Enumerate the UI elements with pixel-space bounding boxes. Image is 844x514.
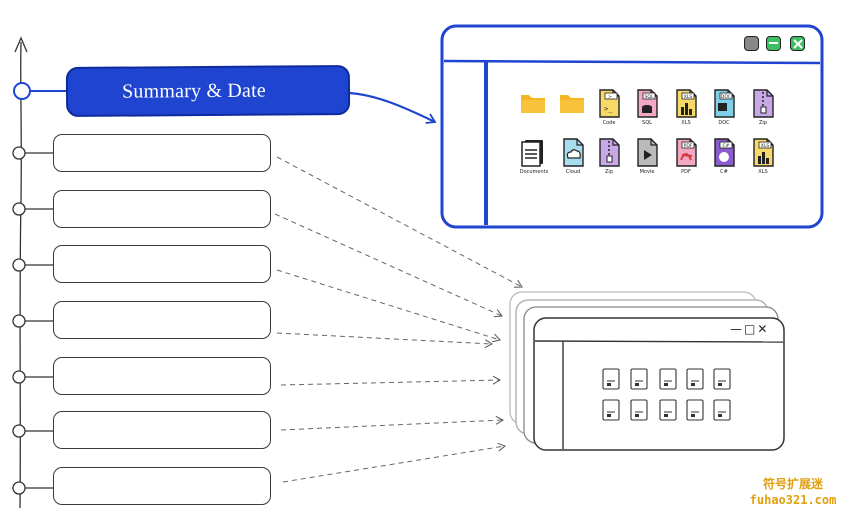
restore-button[interactable] bbox=[766, 36, 781, 51]
file-label: XLS bbox=[758, 169, 768, 175]
dashed-arrow-3 bbox=[276, 269, 501, 343]
file-label: PDF bbox=[681, 169, 691, 175]
maximize-control[interactable]: □ bbox=[744, 322, 758, 336]
stacked-file-icon bbox=[713, 368, 731, 390]
watermark: 符号扩展迷 fuhao321.com bbox=[748, 476, 838, 508]
stacked-window-files bbox=[602, 368, 731, 421]
timeline-nodes bbox=[12, 146, 53, 495]
active-connector-arrow bbox=[349, 91, 437, 124]
timeline-node-4 bbox=[12, 314, 53, 328]
file-label: Documents bbox=[519, 169, 549, 175]
stacked-file-icon bbox=[630, 399, 648, 421]
svg-text:C#: C# bbox=[723, 143, 730, 149]
dashed-arrow-2 bbox=[274, 213, 503, 318]
close-button[interactable] bbox=[790, 36, 805, 51]
timeline-step-4[interactable] bbox=[53, 301, 271, 339]
stacked-file-icon bbox=[602, 368, 620, 390]
file-label: Zip bbox=[759, 120, 767, 126]
stacked-file-icon bbox=[686, 368, 704, 390]
timeline-node-6 bbox=[12, 424, 53, 438]
stacked-file-icon bbox=[659, 368, 677, 390]
timeline-step-active[interactable]: Summary & Date bbox=[65, 65, 351, 117]
svg-text:SQL: SQL bbox=[645, 94, 654, 100]
dashed-arrow-6 bbox=[280, 415, 505, 431]
code-file-icon[interactable]: >_ >_ Code bbox=[594, 87, 624, 129]
stacked-window-controls: —□✕ bbox=[730, 322, 769, 336]
movie-file-icon[interactable]: Movie bbox=[632, 136, 662, 178]
watermark-line1: 符号扩展迷 bbox=[762, 477, 823, 491]
timeline-axis bbox=[14, 36, 28, 509]
timeline-step-1[interactable] bbox=[53, 134, 271, 172]
pdf-file-icon[interactable]: PDF PDF bbox=[671, 136, 701, 178]
svg-text:XLS: XLS bbox=[684, 94, 693, 100]
dashed-arrow-7 bbox=[282, 442, 506, 483]
folder-icon[interactable] bbox=[558, 87, 588, 129]
timeline-step-6[interactable] bbox=[53, 411, 271, 449]
main-window bbox=[440, 24, 824, 229]
xls-file-icon[interactable]: XLS XLS bbox=[748, 136, 778, 178]
stacked-file-icon bbox=[686, 399, 704, 421]
stacked-file-icon bbox=[602, 399, 620, 421]
watermark-line2: fuhao321.com bbox=[749, 493, 837, 507]
file-label: SQL bbox=[642, 120, 652, 126]
dashed-arrow-5 bbox=[280, 375, 502, 386]
timeline-step-7[interactable] bbox=[53, 467, 271, 505]
file-label: DOC bbox=[718, 120, 730, 126]
dashed-arrow-1 bbox=[276, 156, 523, 288]
svg-text:XLS: XLS bbox=[761, 143, 770, 149]
timeline-node-active bbox=[13, 82, 66, 100]
active-step-label: Summary & Date bbox=[121, 79, 267, 103]
zip-file-icon[interactable]: Zip bbox=[748, 87, 778, 129]
timeline-node-5 bbox=[12, 370, 53, 384]
file-label: Code bbox=[602, 120, 616, 126]
stacked-file-icon bbox=[630, 368, 648, 390]
zip-file-icon[interactable]: Zip bbox=[594, 136, 624, 178]
doc-file-icon[interactable]: DOC DOC bbox=[709, 87, 739, 129]
stacked-windows bbox=[509, 291, 785, 451]
svg-text:DOC: DOC bbox=[721, 94, 731, 100]
xls-file-icon[interactable]: XLS XLS bbox=[671, 87, 701, 129]
timeline-step-5[interactable] bbox=[53, 357, 271, 395]
timeline-node-3 bbox=[12, 258, 53, 272]
file-label: Zip bbox=[605, 169, 613, 175]
file-label: Movie bbox=[639, 169, 655, 175]
stacked-file-icon bbox=[659, 399, 677, 421]
timeline-node-7 bbox=[12, 481, 53, 495]
csharp-file-icon[interactable]: C# C# bbox=[709, 136, 739, 178]
svg-text:>_: >_ bbox=[604, 105, 613, 113]
cloud-file-icon[interactable]: Cloud bbox=[558, 136, 588, 178]
sql-file-icon[interactable]: SQL SQL bbox=[632, 87, 662, 129]
close-icon bbox=[792, 38, 803, 49]
file-label: C# bbox=[720, 169, 728, 175]
minimize-control[interactable]: — bbox=[730, 322, 744, 336]
dashed-arrow-4 bbox=[276, 332, 494, 349]
documents-icon[interactable]: Documents bbox=[519, 136, 549, 178]
timeline-step-3[interactable] bbox=[53, 245, 271, 283]
folder-icon[interactable] bbox=[519, 87, 549, 129]
close-control[interactable]: ✕ bbox=[757, 322, 770, 336]
timeline-step-2[interactable] bbox=[53, 190, 271, 228]
minimize-button[interactable] bbox=[744, 36, 759, 51]
file-label: XLS bbox=[681, 120, 691, 126]
svg-text:PDF: PDF bbox=[684, 143, 693, 149]
dashed-connectors bbox=[274, 156, 523, 483]
timeline-node-1 bbox=[12, 146, 53, 160]
file-label: Cloud bbox=[565, 169, 581, 175]
timeline-node-2 bbox=[12, 202, 53, 216]
svg-text:>_: >_ bbox=[608, 94, 615, 100]
stacked-file-icon bbox=[713, 399, 731, 421]
